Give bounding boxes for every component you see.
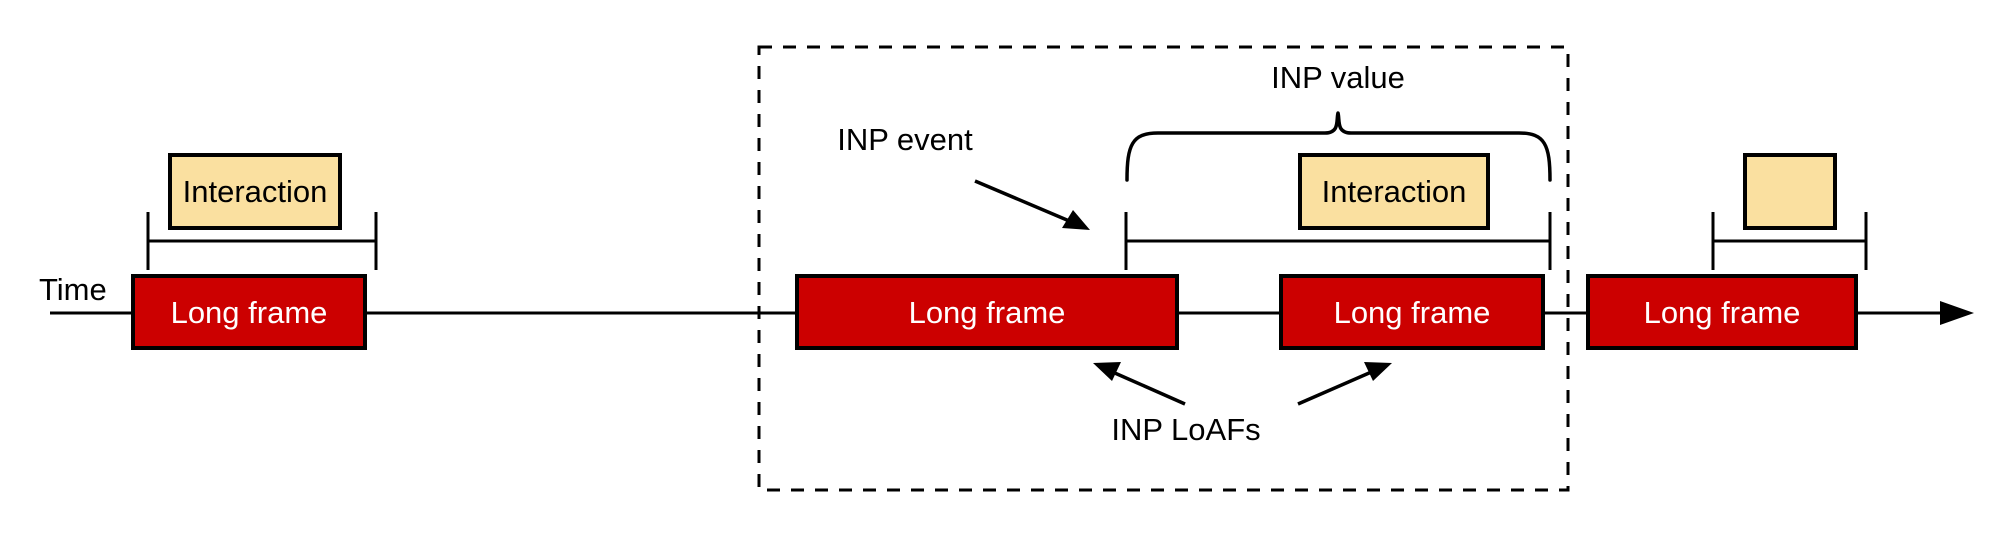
inp-value-brace-icon [1125,111,1552,182]
long-frame-3-box[interactable] [1279,274,1545,350]
inp-loafs-arrow-right-head-icon [1364,362,1392,381]
inp-event-arrow-shaft [974,179,1075,225]
interaction-1-label: Interaction [183,174,328,209]
long-frame-1-box[interactable] [131,274,367,350]
inp-measurement-dashed-region [757,45,1570,492]
inp-loafs-arrow-left-head-icon [1093,362,1121,381]
timeline-arrowhead-icon [1940,301,1974,325]
inp-event-arrowhead-icon [1062,210,1090,230]
inp-event-label: INP event [837,122,973,157]
inp-loafs-label: INP LoAFs [1111,412,1260,447]
inp-loafs-arrow-right-shaft [1297,368,1377,406]
inp-loafs-arrow-left-shaft [1107,368,1186,406]
long-frame-2-label: Long frame [909,295,1066,330]
inp-value-label: INP value [1271,60,1405,95]
long-frame-3-label: Long frame [1334,295,1491,330]
long-frame-1-label: Long frame [171,295,328,330]
long-frame-4-box[interactable] [1586,274,1858,350]
interaction-2-box[interactable] [1298,153,1490,230]
time-axis-label: Time [39,272,107,307]
long-frame-2-box[interactable] [795,274,1179,350]
interaction-1-box[interactable] [168,153,342,230]
interaction-2-label: Interaction [1322,174,1467,209]
interaction-3-box[interactable] [1743,153,1837,230]
long-frame-4-label: Long frame [1644,295,1801,330]
